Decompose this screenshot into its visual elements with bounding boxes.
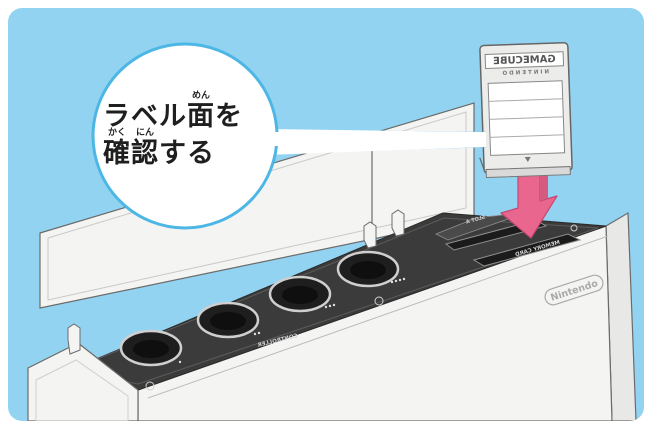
ruby-men-reading: めん: [191, 91, 211, 101]
lid-hinges: [67, 209, 405, 355]
ruby-men: めん 面: [187, 92, 215, 132]
slot-printed-label: SLOT A: [465, 214, 486, 225]
controller-ports: [119, 250, 400, 367]
lid-inner-edge: [47, 111, 467, 301]
callout-text: ラベル めん 面 を かく 確 にん 認 する: [103, 92, 293, 169]
memory-card-label: GAMECUBE: [493, 54, 556, 67]
ruby-nin: にん 認: [131, 129, 159, 169]
verb-suru: する: [159, 138, 215, 169]
port-number-dots: [178, 277, 406, 364]
kanji-nin: 認: [131, 138, 159, 169]
kanji-men: 面: [187, 101, 215, 132]
memory-card: GAMECUBE NINTENDO: [479, 41, 573, 179]
callout-join: [270, 132, 282, 146]
ruby-nin-reading: にん: [135, 128, 155, 138]
ruby-kaku-reading: かく: [107, 128, 127, 138]
ruby-kaku: かく 確: [103, 129, 131, 169]
callout-pointer: [266, 129, 487, 155]
kanji-kaku: 確: [103, 138, 131, 169]
front-ridge: [147, 235, 609, 399]
illustration-panel: CONTROLLER MEMORY CARD SLOT A Nintendo G…: [8, 8, 644, 421]
callout-line-2: かく 確 にん 認 する: [103, 129, 293, 169]
console-screws: [145, 224, 578, 391]
label-word: ラベル: [103, 101, 187, 132]
memory-card-sublabel: NINTENDO: [500, 69, 549, 77]
left-cap-inner: [35, 359, 129, 421]
wii-console-illustration: CONTROLLER MEMORY CARD SLOT A Nintendo G…: [8, 8, 644, 421]
particle-wo: を: [215, 101, 243, 132]
callout-line-1: ラベル めん 面 を: [103, 92, 293, 132]
